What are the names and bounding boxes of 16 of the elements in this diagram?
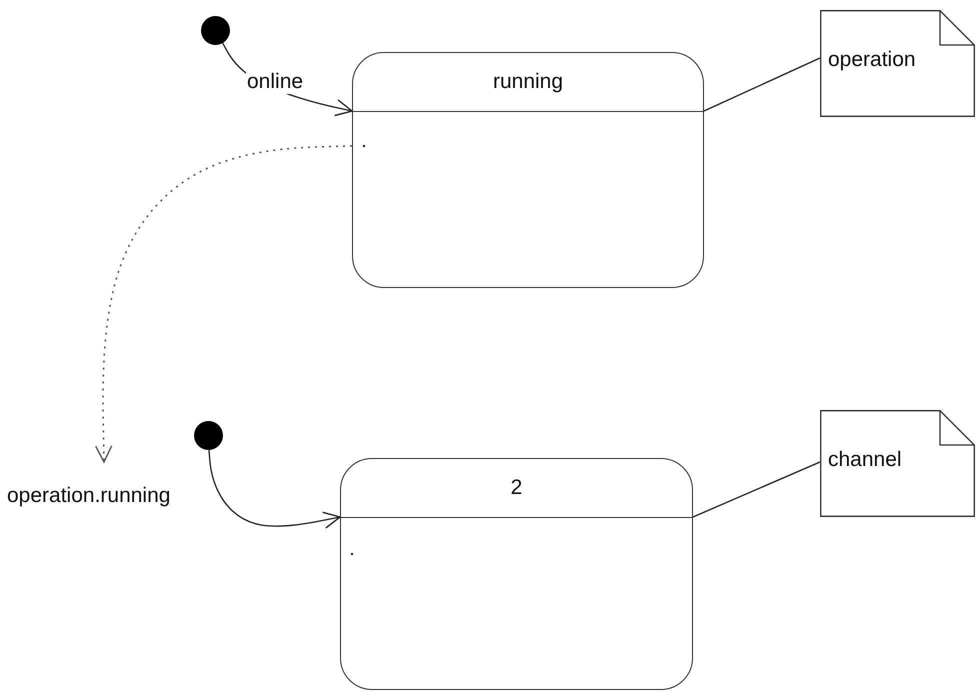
initial-state-dot bbox=[194, 421, 223, 450]
transition-label: operation.running bbox=[6, 484, 172, 508]
state-box bbox=[340, 458, 693, 690]
state-name: 2 bbox=[510, 476, 522, 500]
note-text: operation bbox=[828, 48, 916, 72]
dotted-arrow bbox=[94, 145, 352, 463]
transition-arrow bbox=[208, 450, 341, 529]
note-connector bbox=[692, 461, 820, 518]
transition-label: online bbox=[246, 70, 304, 94]
state-name: running bbox=[492, 70, 564, 94]
initial-state-dot bbox=[201, 16, 230, 45]
note-box bbox=[820, 410, 975, 517]
note-box bbox=[820, 10, 975, 117]
note-connector bbox=[704, 57, 820, 112]
note-text: channel bbox=[828, 448, 902, 472]
state-box bbox=[352, 52, 704, 288]
